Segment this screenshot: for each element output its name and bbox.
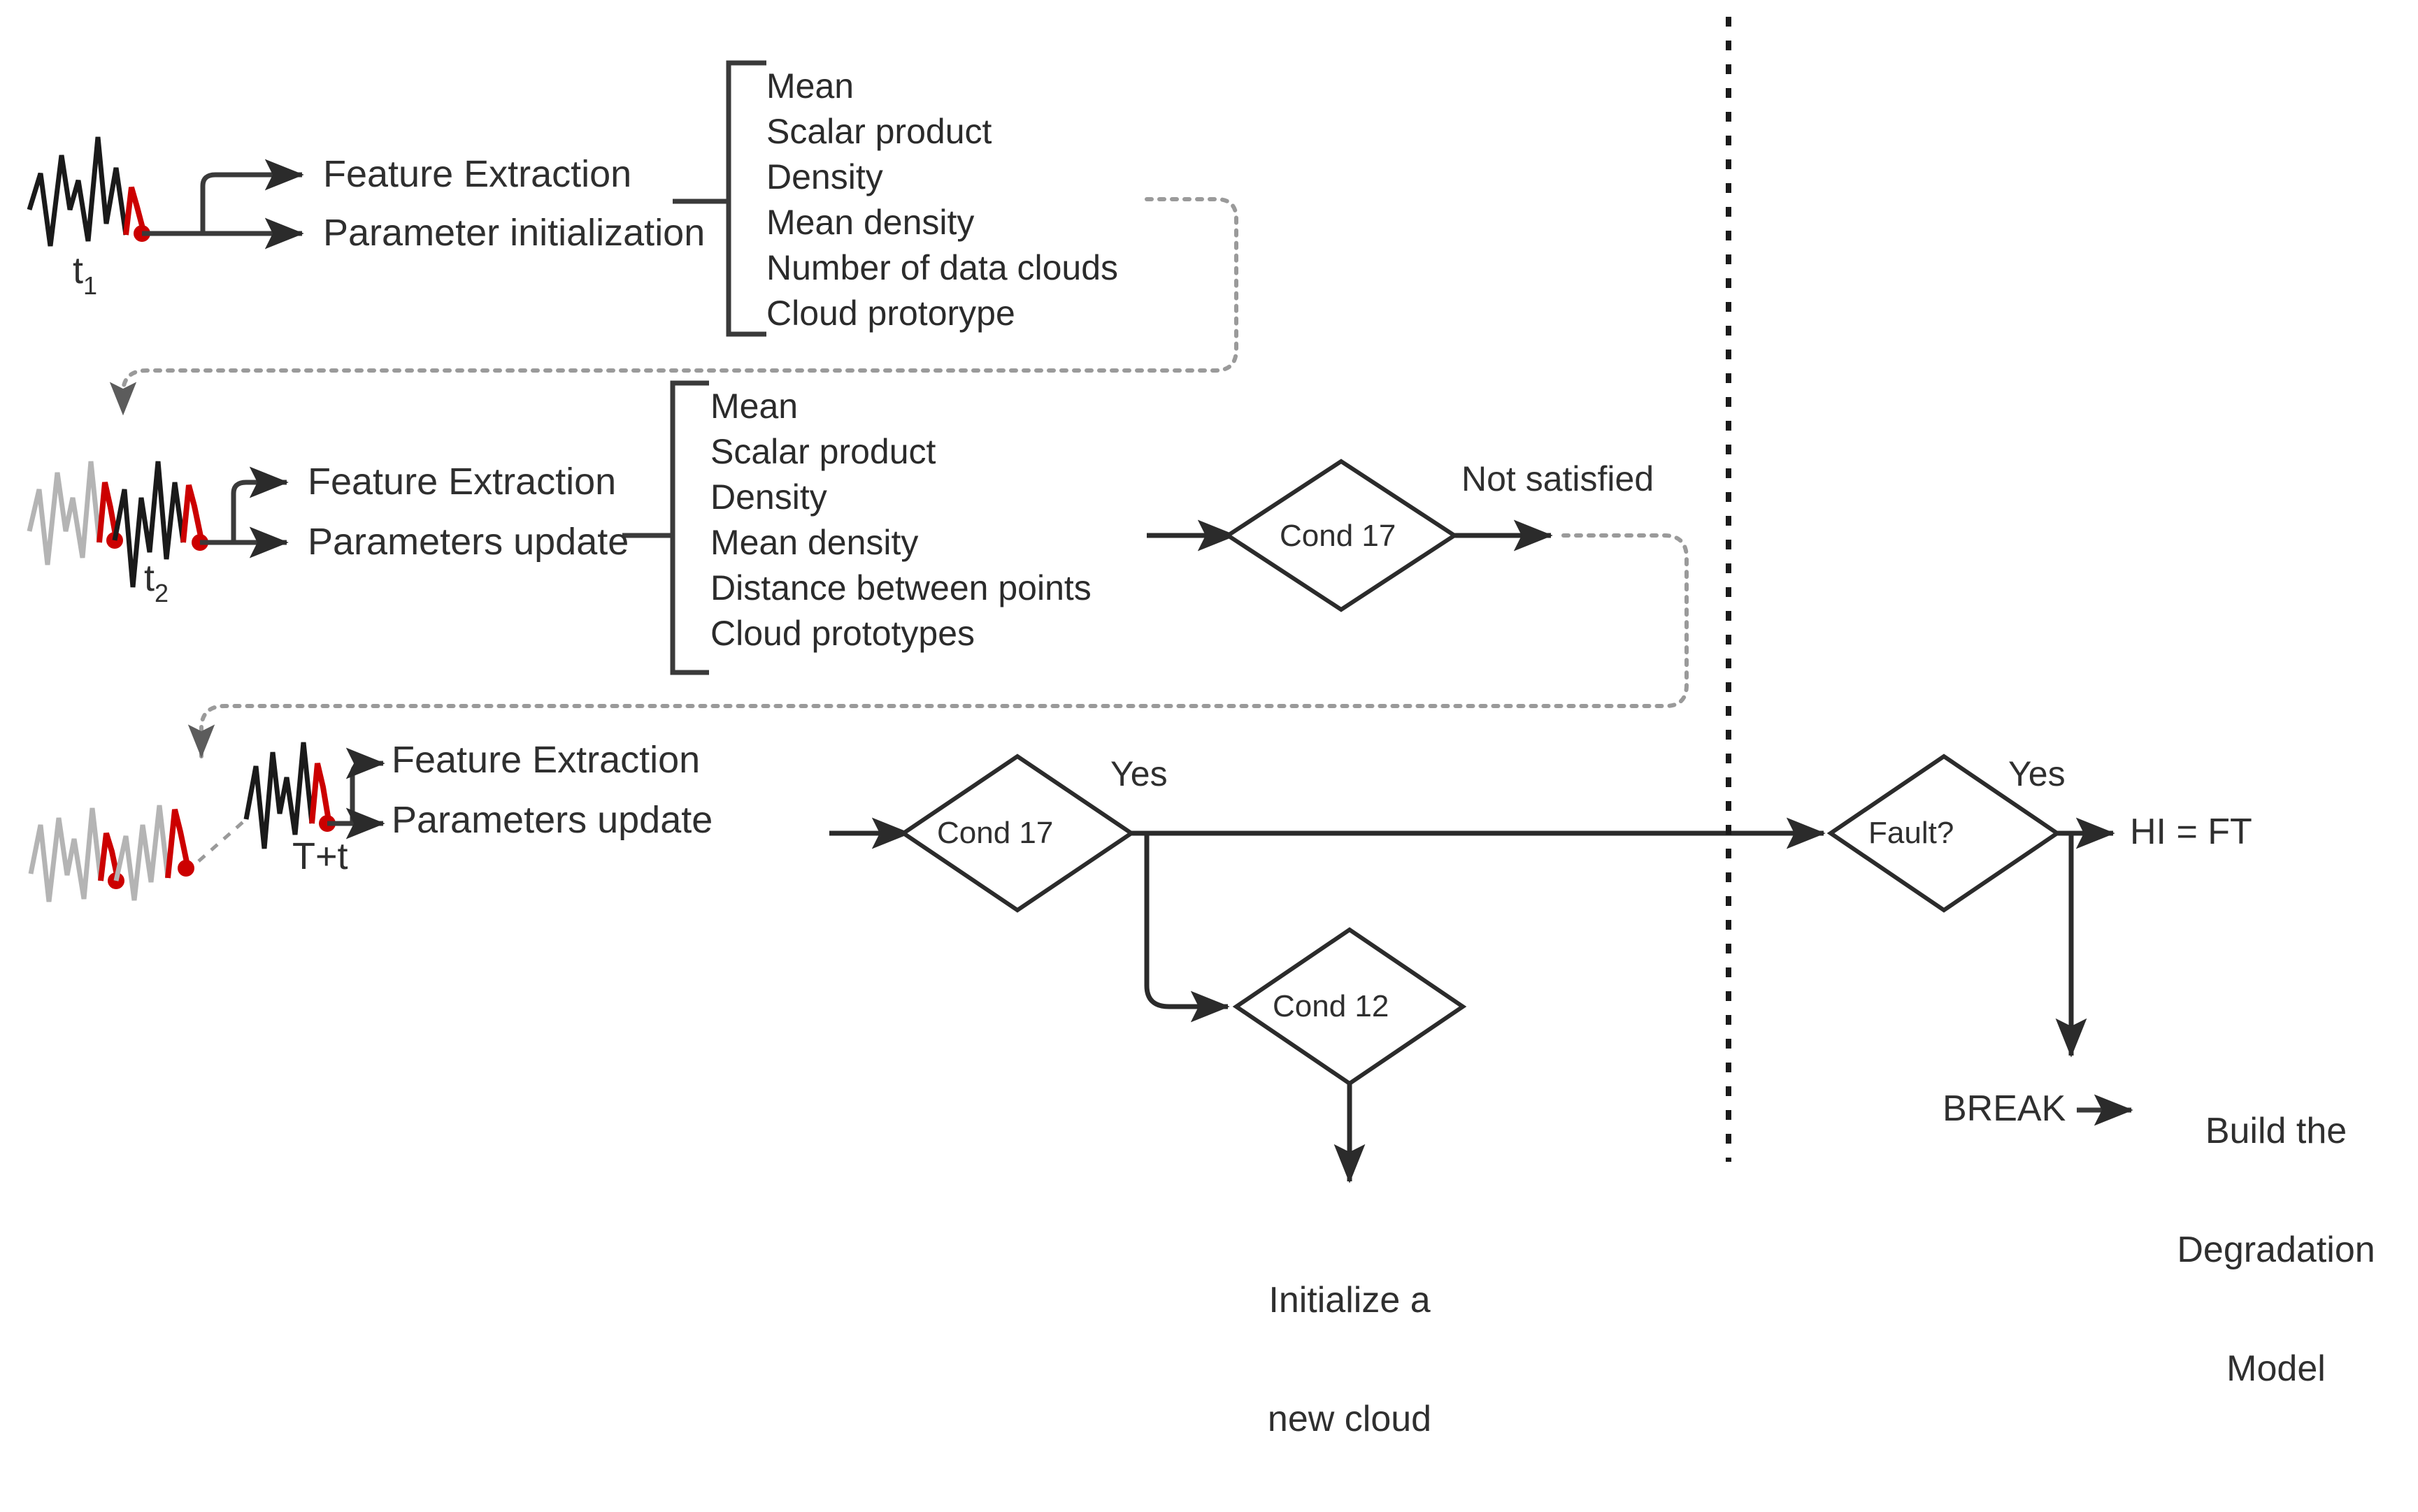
terminal-build-model-line3: Model <box>2226 1348 2326 1389</box>
list-item: Mean density <box>710 523 919 562</box>
signal-waveform-past-T <box>28 805 248 902</box>
flowchart-canvas: t1 Feature Extraction Parameter initiali… <box>27 17 2375 1437</box>
terminal-initialize-cloud: Initialize a new cloud <box>1231 1209 1468 1510</box>
decision-cond17-row3 <box>899 754 1136 913</box>
time-label-t2: t2 <box>144 557 169 607</box>
terminal-build-degradation-model: Build the Degradation Model <box>2140 1040 2412 1460</box>
stage2-branch-parameters-update: Parameters update <box>308 521 629 563</box>
output-bracket-1 <box>673 60 766 337</box>
terminal-build-model-line1: Build the <box>2205 1111 2347 1151</box>
stage1-branch-feature-extraction: Feature Extraction <box>323 153 632 195</box>
list-item: Scalar product <box>766 112 992 151</box>
terminal-build-model-line2: Degradation <box>2177 1230 2375 1270</box>
stage3-branch-parameters-update: Parameters update <box>392 799 713 841</box>
time-label-T-plus-t: T+t <box>292 835 348 877</box>
signal-waveform-t2 <box>27 461 208 588</box>
stage1-branch-parameter-initialization: Parameter initialization <box>323 212 706 254</box>
list-item: Cloud protorype <box>766 294 1015 333</box>
list-item: Mean <box>710 387 799 426</box>
terminal-initialize-cloud-line2: new cloud <box>1267 1399 1432 1439</box>
list-item: Scalar product <box>710 432 936 471</box>
decision-cond17-row2 <box>1224 459 1459 612</box>
stage1-output-list: Mean Scalar product Density Mean density… <box>766 69 1118 341</box>
fork-t1 <box>142 159 304 250</box>
decision-label-fault: Fault? <box>1868 816 1954 850</box>
stage3-branch-feature-extraction: Feature Extraction <box>392 739 701 781</box>
stage2-output-list: Mean Scalar product Density Mean density… <box>710 389 1092 661</box>
decision-label-cond17-row3: Cond 17 <box>937 816 1054 850</box>
decision-label-cond12: Cond 12 <box>1273 989 1389 1023</box>
list-item: Density <box>766 157 883 196</box>
decision-label-cond17-row2: Cond 17 <box>1280 519 1396 553</box>
terminal-initialize-cloud-line1: Initialize a <box>1268 1280 1431 1320</box>
list-item: Distance between points <box>710 568 1092 607</box>
signal-waveform-T-plus-t <box>243 742 336 849</box>
list-item: Mean <box>766 66 854 106</box>
edge-label-yes-row3: Yes <box>1110 754 1168 793</box>
terminal-hi-equals-ft: HI = FT <box>2130 812 2252 852</box>
list-item: Number of data clouds <box>766 248 1119 287</box>
edge-label-not-satisfied: Not satisfied <box>1461 459 1654 498</box>
decision-fault <box>1826 754 2061 913</box>
feedback-loop-2 <box>187 533 1689 758</box>
output-bracket-2 <box>622 380 709 675</box>
edge-label-yes-fault: Yes <box>2008 754 2066 793</box>
stage2-branch-feature-extraction: Feature Extraction <box>308 461 617 503</box>
flowchart-vector-layer <box>27 17 2133 1183</box>
fork-T-plus-t <box>327 747 385 840</box>
list-item: Density <box>710 477 827 517</box>
fork-t2 <box>200 466 289 559</box>
edge-to-cond12 <box>1144 833 1230 1023</box>
terminal-break: BREAK <box>1943 1088 2066 1129</box>
list-item: Mean density <box>766 203 975 242</box>
list-item: Cloud prototypes <box>710 614 975 653</box>
signal-waveform-t1 <box>27 136 150 247</box>
time-label-t1: t1 <box>73 250 98 300</box>
